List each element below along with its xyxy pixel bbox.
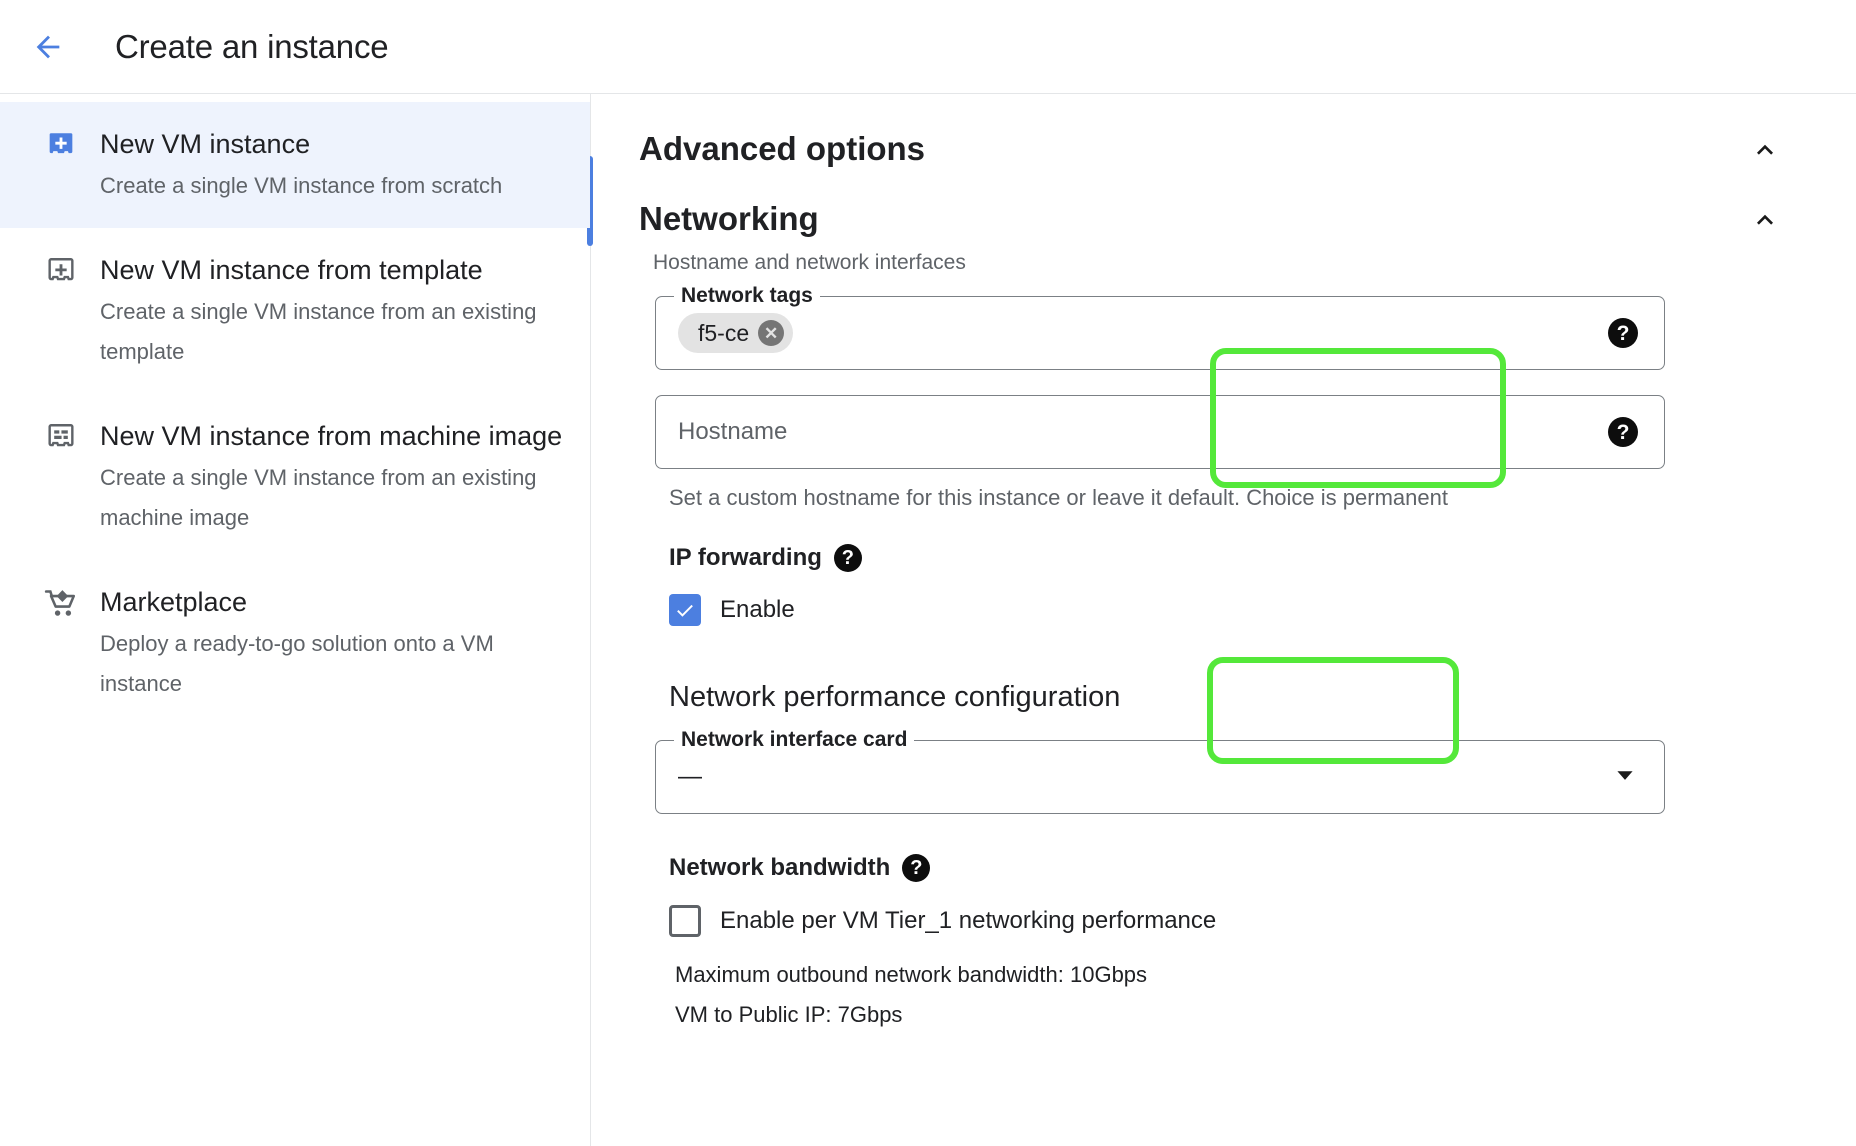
bandwidth-stat-max-outbound: Maximum outbound network bandwidth: 10Gb… <box>675 962 1148 987</box>
advanced-options-header[interactable]: Advanced options <box>639 94 1799 171</box>
ip-forwarding-enable-checkbox[interactable] <box>669 594 701 626</box>
network-tag-chip[interactable]: f5-ce ✕ <box>678 313 794 353</box>
networking-title: Networking <box>639 200 819 237</box>
machine-image-icon <box>43 416 79 452</box>
network-bandwidth-label-text: Network bandwidth <box>669 854 891 881</box>
networking-subtitle: Hostname and network interfaces <box>653 251 966 274</box>
vm-instance-icon <box>43 124 79 160</box>
hostname-helper-text: Set a custom hostname for this instance … <box>669 485 1448 510</box>
sidebar-item-title: New VM instance <box>100 129 311 159</box>
ip-forwarding-group: IP forwarding ? Enable <box>669 544 1856 626</box>
network-bandwidth-label: Network bandwidth ? <box>669 854 1856 882</box>
tier1-networking-checkbox[interactable] <box>669 905 701 937</box>
advanced-options-title: Advanced options <box>639 130 926 167</box>
close-circle-icon[interactable]: ✕ <box>758 320 785 346</box>
chevron-down-filled-icon[interactable] <box>1612 762 1638 793</box>
sidebar-item-desc: Create a single VM instance from an exis… <box>100 299 537 364</box>
sidebar-item-new-vm-from-template[interactable]: New VM instance from template Create a s… <box>0 228 590 394</box>
networking-header[interactable]: Networking <box>639 171 1799 241</box>
sidebar: New VM instance Create a single VM insta… <box>0 94 593 1146</box>
network-bandwidth-group: Network bandwidth ? Enable per VM Tier_1… <box>669 854 1856 1035</box>
chevron-up-icon[interactable] <box>1743 127 1787 171</box>
tier1-networking-row[interactable]: Enable per VM Tier_1 networking performa… <box>669 905 1856 937</box>
network-tags-label: Network tags <box>674 285 820 307</box>
marketplace-cart-icon <box>43 582 79 618</box>
page-title: Create an instance <box>115 27 389 65</box>
sidebar-item-new-vm-from-machine-image[interactable]: New VM instance from machine image Creat… <box>0 394 590 560</box>
sidebar-item-title: New VM instance from machine image <box>100 421 563 451</box>
network-tag-chip-label: f5-ce <box>698 319 750 346</box>
network-tags-field[interactable]: Network tags f5-ce ✕ ? <box>655 285 1665 370</box>
help-icon[interactable]: ? <box>902 854 931 882</box>
arrow-left-icon <box>36 35 60 58</box>
sidebar-item-title: New VM instance from template <box>100 255 483 285</box>
help-icon[interactable]: ? <box>1608 417 1638 447</box>
help-icon[interactable]: ? <box>833 544 862 572</box>
sidebar-item-title: Marketplace <box>100 587 248 617</box>
chevron-up-icon[interactable] <box>1743 197 1787 241</box>
vm-template-icon <box>43 250 79 286</box>
back-button[interactable] <box>20 19 76 75</box>
sidebar-item-desc: Create a single VM instance from an exis… <box>100 465 537 530</box>
ip-forwarding-enable-label: Enable <box>720 596 795 623</box>
bandwidth-stat-public-ip: VM to Public IP: 7Gbps <box>675 1002 903 1027</box>
sidebar-item-new-vm-instance[interactable]: New VM instance Create a single VM insta… <box>0 102 590 228</box>
hostname-input[interactable]: Hostname <box>678 418 788 445</box>
ip-forwarding-enable-row[interactable]: Enable <box>669 594 1856 626</box>
ip-forwarding-label: IP forwarding ? <box>669 544 1856 572</box>
bandwidth-stats: Maximum outbound network bandwidth: 10Gb… <box>675 955 1856 1035</box>
sidebar-item-marketplace[interactable]: Marketplace Deploy a ready-to-go solutio… <box>0 560 590 726</box>
page-header: Create an instance <box>0 0 1856 94</box>
hostname-field[interactable]: Hostname ? <box>655 395 1665 469</box>
network-interface-card-select[interactable]: Network interface card — <box>655 729 1665 814</box>
scroll-position-indicator[interactable] <box>587 156 593 246</box>
network-interface-card-value: — <box>678 763 702 790</box>
help-icon[interactable]: ? <box>1608 318 1638 348</box>
sidebar-item-desc: Create a single VM instance from scratch <box>100 173 503 198</box>
network-performance-title: Network performance configuration <box>669 681 1121 713</box>
ip-forwarding-label-text: IP forwarding <box>669 544 822 571</box>
main-panel: Advanced options Networking Hostname and… <box>591 94 1856 1146</box>
sidebar-item-desc: Deploy a ready-to-go solution onto a VM … <box>100 631 494 696</box>
tier1-networking-label: Enable per VM Tier_1 networking performa… <box>720 907 1217 934</box>
network-interface-card-label: Network interface card <box>674 729 915 751</box>
